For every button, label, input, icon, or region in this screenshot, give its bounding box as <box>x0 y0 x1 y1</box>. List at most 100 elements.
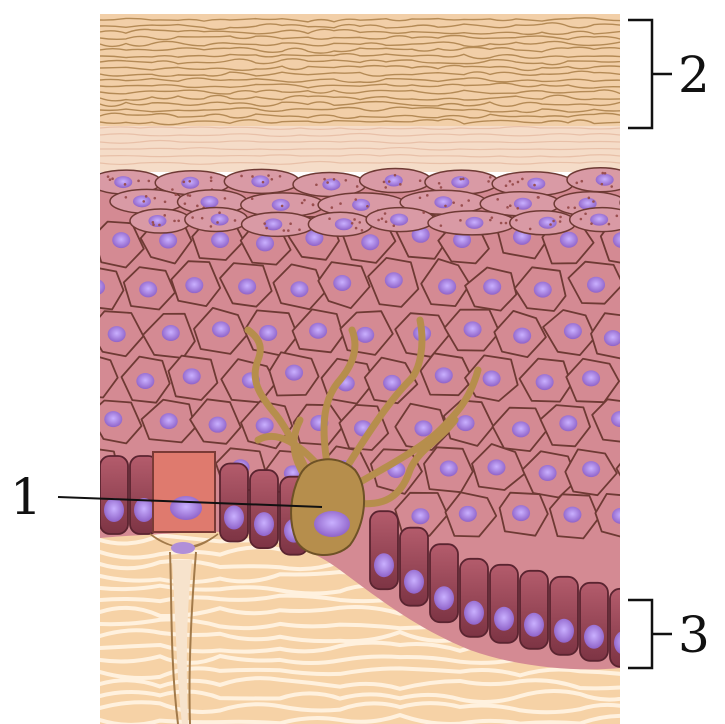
keratohyalin-granule <box>137 180 140 183</box>
keratohyalin-granule <box>301 202 304 205</box>
spinous-nucleus <box>259 325 277 341</box>
keratohyalin-granule <box>604 172 607 175</box>
spinous-nucleus <box>139 281 157 297</box>
keratohyalin-granule <box>388 180 391 183</box>
spinous-nucleus <box>211 232 229 248</box>
spinous-cell <box>595 494 645 538</box>
keratohyalin-granule <box>173 220 176 223</box>
granular-nucleus <box>148 215 166 227</box>
keratohyalin-granule <box>438 182 441 185</box>
granular-nucleus <box>652 177 670 189</box>
granular-nucleus <box>114 176 132 188</box>
granular-nucleus <box>200 196 218 208</box>
keratohyalin-granule <box>312 204 315 207</box>
keratohyalin-granule <box>354 198 357 201</box>
spinous-nucleus <box>604 330 622 346</box>
basal-cell <box>520 571 548 649</box>
keratohyalin-granule <box>516 207 519 210</box>
keratohyalin-granule <box>680 177 683 180</box>
spinous-nucleus <box>611 411 629 427</box>
spinous-nucleus <box>361 234 379 250</box>
keratohyalin-granule <box>549 223 552 226</box>
spinous-nucleus <box>582 461 600 477</box>
granular-nucleus <box>390 214 408 226</box>
keratohyalin-granule <box>601 183 604 186</box>
keratohyalin-granule <box>440 224 443 227</box>
keratohyalin-granule <box>487 180 490 183</box>
granular-cell <box>620 191 685 215</box>
keratohyalin-granule <box>505 222 508 225</box>
granular-nucleus <box>211 213 229 225</box>
keratohyalin-granule <box>171 188 174 191</box>
basal-nucleus <box>254 512 274 536</box>
keratohyalin-granule <box>419 196 422 199</box>
spinous-nucleus <box>159 232 177 248</box>
spinous-nucleus <box>212 321 230 337</box>
spinous-nucleus <box>238 279 256 295</box>
keratohyalin-granule <box>657 207 660 210</box>
spinous-nucleus <box>104 411 122 427</box>
spinous-nucleus <box>459 506 477 522</box>
label-2: 2 <box>678 46 710 104</box>
keratohyalin-granule <box>189 194 192 197</box>
granular-nucleus <box>335 218 353 230</box>
keratohyalin-granule <box>467 199 470 202</box>
spinous-nucleus <box>613 232 631 248</box>
keratohyalin-granule <box>267 174 270 177</box>
spinous-nucleus <box>160 413 178 429</box>
spinous-nucleus <box>87 279 105 295</box>
tissue-layers <box>67 14 716 724</box>
spinous-nucleus <box>411 508 429 524</box>
spinous-nucleus <box>356 327 374 343</box>
keratohyalin-granule <box>142 200 145 203</box>
keratohyalin-granule <box>590 222 593 225</box>
keratohyalin-granule <box>701 212 704 215</box>
keratohyalin-granule <box>489 176 492 179</box>
keratohyalin-granule <box>559 220 562 223</box>
keratohyalin-granule <box>188 180 191 183</box>
keratohyalin-granule <box>344 179 347 182</box>
keratohyalin-granule <box>440 186 443 189</box>
spinous-nucleus <box>438 279 456 295</box>
keratohyalin-granule <box>331 206 334 209</box>
spinous-nucleus <box>632 464 650 480</box>
keratohyalin-granule <box>145 195 148 198</box>
keratohyalin-granule <box>125 196 128 199</box>
spinous-nucleus <box>112 232 130 248</box>
keratohyalin-granule <box>109 178 112 181</box>
keratohyalin-granule <box>653 218 656 221</box>
spinous-nucleus <box>536 374 554 390</box>
keratohyalin-granule <box>377 219 380 222</box>
keratohyalin-granule <box>279 175 282 178</box>
spinous-nucleus <box>209 417 227 433</box>
keratohyalin-granule <box>384 186 387 189</box>
granular-nucleus <box>590 214 608 226</box>
keratohyalin-granule <box>384 212 387 215</box>
spinous-nucleus <box>309 323 327 339</box>
keratohyalin-granule <box>460 204 463 207</box>
keratohyalin-granule <box>210 180 213 183</box>
spinous-nucleus <box>513 328 531 344</box>
keratohyalin-granule <box>668 186 671 189</box>
basal-nucleus <box>584 625 604 649</box>
basal-cell <box>550 577 578 655</box>
keratohyalin-granule <box>394 174 397 177</box>
keratohyalin-granule <box>459 219 462 222</box>
keratohyalin-granule <box>107 175 110 178</box>
keratohyalin-granule <box>505 184 508 187</box>
bracket-3 <box>628 600 672 668</box>
granular-cell <box>629 208 716 232</box>
basal-cell <box>250 470 278 548</box>
basal-nucleus <box>134 498 154 522</box>
keratohyalin-granule <box>628 201 631 204</box>
keratohyalin-granule <box>251 197 254 200</box>
keratohyalin-granule <box>240 175 243 178</box>
keratohyalin-granule <box>271 178 274 181</box>
keratohyalin-granule <box>152 223 155 226</box>
keratohyalin-granule <box>224 197 227 200</box>
basal-cell <box>370 511 398 589</box>
keratohyalin-granule <box>366 205 369 208</box>
spinous-nucleus <box>136 373 154 389</box>
keratohyalin-granule <box>515 219 518 222</box>
keratohyalin-granule <box>298 228 301 231</box>
